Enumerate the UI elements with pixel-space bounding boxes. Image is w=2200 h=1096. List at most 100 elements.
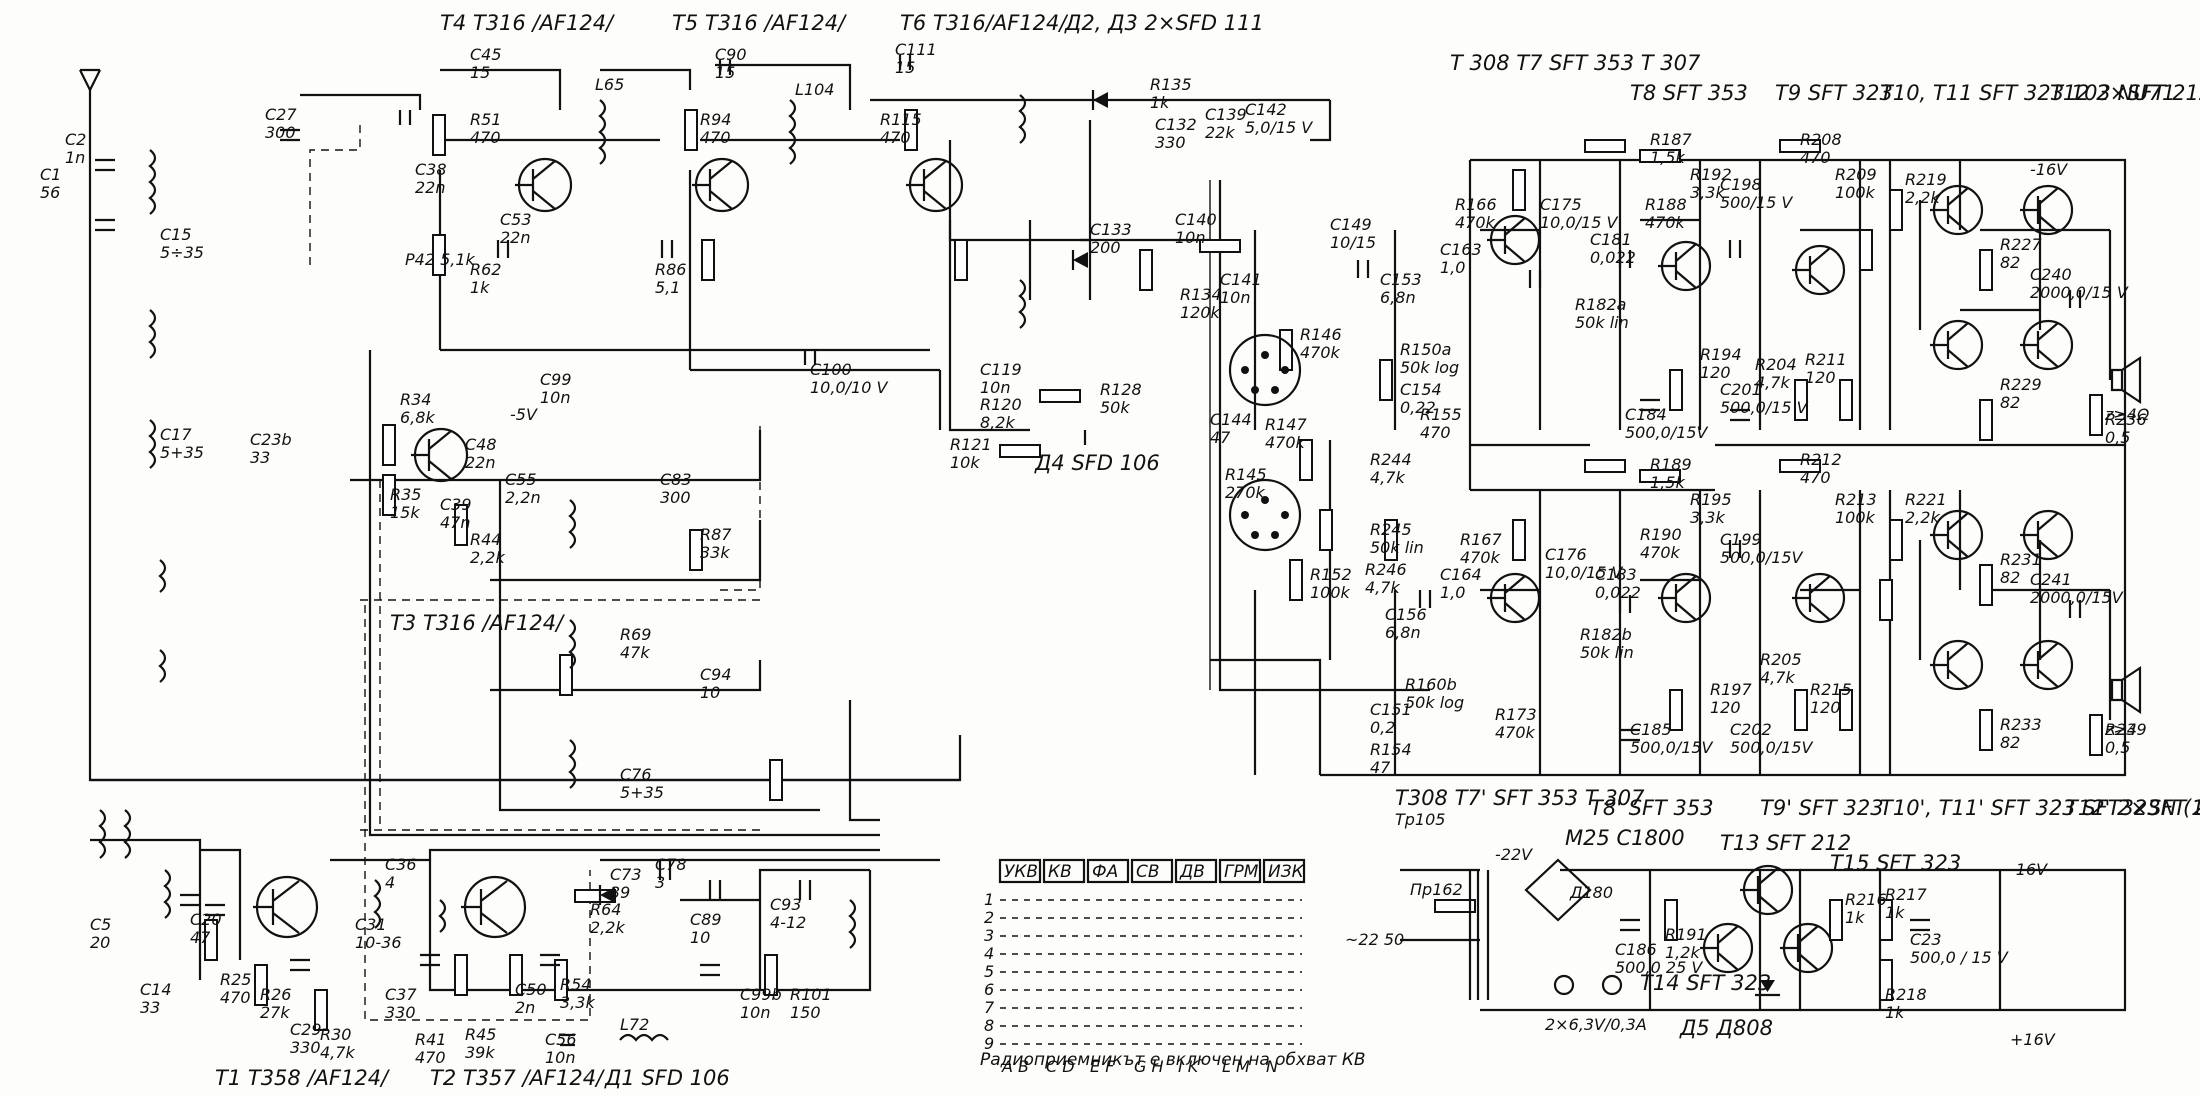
component-value-R64: 2,2k	[590, 918, 625, 937]
component-ref-R239: R239	[2105, 720, 2147, 739]
transistor-t9p	[1792, 572, 1846, 624]
label-v-pos16: +16V	[2010, 1030, 2056, 1049]
transistor-t8p	[1658, 572, 1712, 624]
label-spk2: z≥4	[2104, 720, 2137, 739]
component-value-C27: 300	[265, 123, 296, 142]
switch-col-5: L M	[1222, 1057, 1250, 1076]
component-ref-R236: R236	[2105, 410, 2147, 429]
transistor-t4	[515, 157, 573, 213]
component-value-C99: 10n	[540, 388, 571, 407]
component-value-C119: 10n	[980, 378, 1011, 397]
component-ref-R213: R213	[1835, 490, 1877, 509]
dashed-boundaries	[309, 120, 761, 1021]
component-value-R160b: 50k log	[1405, 693, 1464, 712]
label-p42: P42 5,1k	[405, 250, 476, 269]
label-t7: T 308 T7 SFT 353 T 307	[1450, 51, 1701, 75]
component-value-C176: 10,0/15 V	[1545, 563, 1623, 582]
component-value-R205: 4,7k	[1760, 668, 1795, 687]
component-ref-C38: C38	[415, 160, 447, 179]
component-value-R211: 120	[1805, 368, 1836, 387]
component-ref-C153: C153	[1380, 270, 1422, 289]
switch-header-box-4	[1174, 858, 1218, 884]
switch-header-5: ГРМ	[1224, 862, 1259, 882]
component-ref-C29: C29	[290, 1020, 322, 1039]
component-value-C14: 33	[140, 998, 160, 1017]
component-ref-C78: C78	[655, 855, 687, 874]
connectors	[1228, 333, 1623, 996]
component-value-R121: 10k	[950, 453, 980, 472]
component-ref-C45: C45	[470, 45, 502, 64]
transistor-t2	[461, 875, 527, 939]
component-value-R135: 1k	[1150, 93, 1170, 112]
component-ref-R51: R51	[470, 110, 501, 129]
label-t10: T10, T11 SFT 323 103 NU71	[1880, 81, 2175, 105]
component-value-C83: 300	[660, 488, 691, 507]
component-ref-Тр105: Тр105	[1395, 810, 1445, 829]
switch-row-6: 6	[984, 980, 994, 999]
component-value-R41: 470	[415, 1048, 446, 1067]
switch-header-box-5	[1218, 858, 1262, 884]
component-ref-R190: R190	[1640, 525, 1682, 544]
component-ref-C93: C93	[770, 895, 802, 914]
component-ref-R194: R194	[1700, 345, 1742, 364]
component-ref-R233: R233	[2000, 715, 2042, 734]
component-value-R86: 5,1	[655, 278, 680, 297]
component-value-R51: 470	[470, 128, 501, 147]
component-ref-C164: C164	[1440, 565, 1482, 584]
component-ref-R121: R121	[950, 435, 992, 454]
component-ref-R26: R26	[260, 985, 291, 1004]
component-value-C199: 500,0/15V	[1720, 548, 1804, 567]
component-value-C149: 10/15	[1330, 233, 1376, 252]
component-value-R167: 470k	[1460, 548, 1501, 567]
component-value-R154: 47	[1370, 758, 1391, 777]
component-ref-C186: C186	[1615, 940, 1657, 959]
component-value-R236: 0,5	[2105, 428, 2130, 447]
component-ref-C139: C139	[1205, 105, 1247, 124]
label-t12p: T12' 2×SFT 212	[2065, 796, 2200, 820]
component-value-C53: 22n	[500, 228, 531, 247]
component-value-R246: 4,7k	[1365, 578, 1400, 597]
component-value-R87: 33k	[700, 543, 730, 562]
component-value-C23b: 33	[250, 448, 270, 467]
switch-col-1: C D	[1046, 1057, 1075, 1076]
component-value-C23: 500,0 / 15 V	[1910, 948, 2009, 967]
component-value-C142: 5,0/15 V	[1245, 118, 1313, 137]
component-ref-R45: R45	[465, 1025, 496, 1044]
switch-col-2: E F	[1090, 1057, 1115, 1076]
label-d4: Д4 SFD 106	[1034, 451, 1160, 475]
switch-col-3: G H	[1134, 1057, 1164, 1076]
component-ref-L72: L72	[620, 1015, 649, 1034]
component-value-R215: 120	[1810, 698, 1841, 717]
component-ref-C94: C94	[700, 665, 732, 684]
component-value-C99b: 10n	[740, 1003, 771, 1022]
switch-header-1: КВ	[1048, 862, 1072, 882]
component-value-R216: 1k	[1845, 908, 1865, 927]
component-ref-R211: R211	[1805, 350, 1847, 369]
transistor-t12pa	[2020, 509, 2074, 561]
component-value-C5: 20	[90, 933, 110, 952]
component-ref-R192: R192	[1690, 165, 1732, 184]
component-ref-R150a: R150a	[1400, 340, 1451, 359]
component-value-R217: 1k	[1885, 903, 1905, 922]
component-value-C94: 10	[700, 683, 720, 702]
component-value-C132: 330	[1155, 133, 1186, 152]
component-value-C198: 500/15 V	[1720, 193, 1793, 212]
component-value-C29: 330	[290, 1038, 321, 1057]
transistor-t12a	[2020, 184, 2074, 236]
component-value-C39: 47n	[440, 513, 471, 532]
switch-row-9: 9	[984, 1034, 994, 1053]
component-ref-C142: C142	[1245, 100, 1287, 119]
component-value-C55: 2,2n	[505, 488, 541, 507]
component-value-C201: 500,0/15 V	[1720, 398, 1809, 417]
transistor-t11p	[1930, 639, 1984, 691]
label-t4: T4 T316 /AF124/	[440, 11, 615, 35]
label-t6: T6 T316/AF124/	[900, 11, 1068, 35]
component-value-R26: 27k	[260, 1003, 290, 1022]
component-ref-C132: C132	[1155, 115, 1197, 134]
component-value-C186: 500,0 25 V	[1615, 958, 1703, 977]
component-ref-C23b: C23b	[250, 430, 292, 449]
transistor-t13	[1740, 864, 1794, 916]
component-value-C133: 200	[1090, 238, 1121, 257]
component-value-R233: 82	[2000, 733, 2020, 752]
component-value-R231: 82	[2000, 568, 2020, 587]
